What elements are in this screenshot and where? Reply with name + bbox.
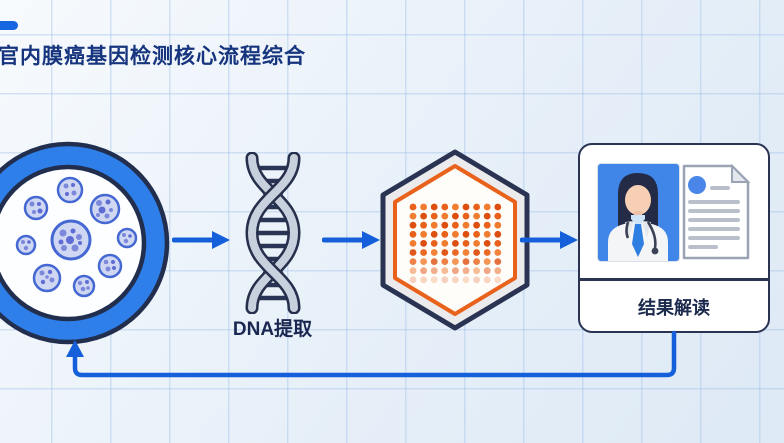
result-interpretation-label: 结果解读	[638, 297, 710, 318]
arrow-right-icon	[520, 231, 578, 249]
card-divider	[580, 278, 768, 281]
report-document-icon	[680, 164, 752, 261]
arrow-right-icon	[172, 231, 230, 249]
microarray-dot-grid	[409, 203, 502, 284]
doctor-avatar-icon	[597, 163, 680, 262]
arrow-right-icon	[322, 231, 380, 249]
petri-dish-cells-icon	[0, 141, 170, 345]
dna-extraction-label: DNA提取	[232, 319, 313, 340]
dna-helix-icon	[245, 152, 301, 314]
title-accent-bar	[0, 21, 18, 30]
report-card: 结果解读	[578, 143, 770, 333]
page-title: 官内膜癌基因检测核心流程综合	[0, 45, 306, 68]
hexagon-gene-chip-icon	[380, 149, 530, 331]
